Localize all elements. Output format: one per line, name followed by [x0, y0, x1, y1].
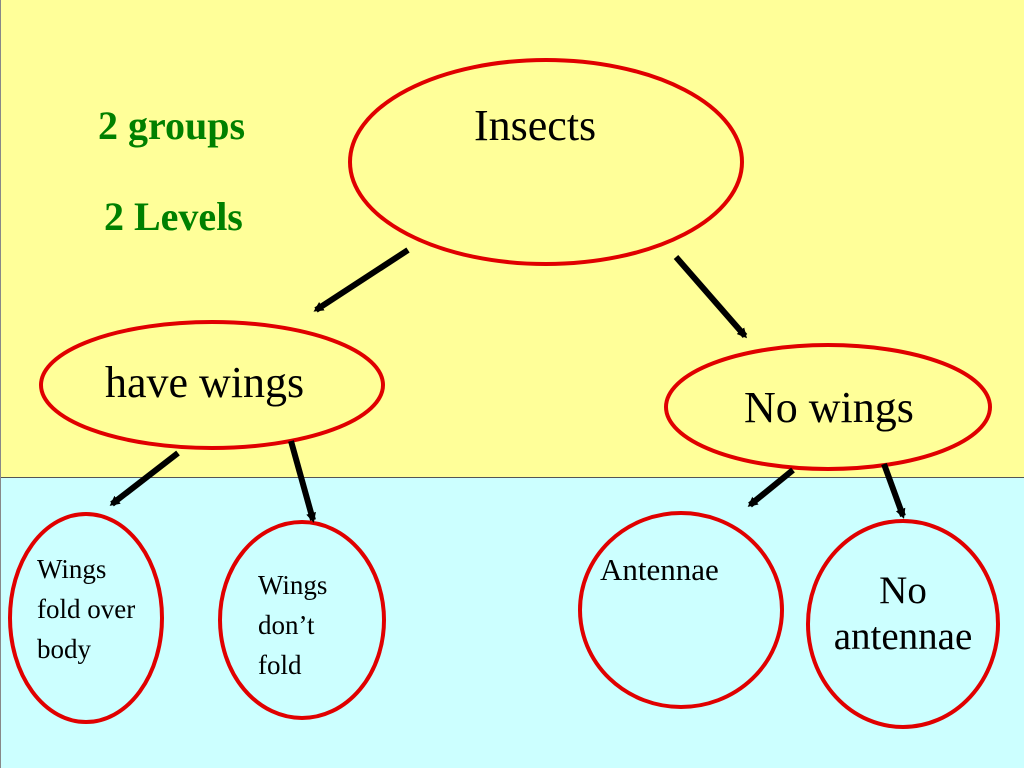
label-wings-dont-line1: Wings: [258, 570, 328, 600]
label-no-antennae: No antennae: [813, 568, 993, 660]
note-groups: 2 groups: [98, 103, 246, 148]
label-no-antennae-line2: antennae: [833, 615, 973, 658]
label-wings-fold-line2: fold over: [37, 594, 136, 624]
top-background-band: [0, 0, 1024, 478]
label-wings-dont-fold: Wings don’t fold: [258, 565, 327, 685]
node-insects: [348, 58, 744, 266]
node-no-antennae: [806, 519, 1000, 729]
arrow-have-wings-to-wings-fold: [109, 450, 180, 507]
node-no-wings: [664, 343, 992, 471]
bottom-background-band: [0, 478, 1024, 768]
label-no-wings: No wings: [744, 383, 914, 432]
node-wings-fold: [8, 512, 164, 724]
arrow-have-wings-to-wings-dont-fold: [288, 440, 316, 523]
node-antennae: [578, 511, 784, 709]
note-levels: 2 Levels: [104, 194, 243, 239]
label-wings-fold: Wings fold over body: [37, 549, 135, 669]
label-wings-dont-line2: don’t: [258, 610, 315, 640]
label-wings-fold-line1: Wings: [37, 554, 107, 584]
arrow-insects-to-have-wings: [313, 247, 410, 313]
arrow-insects-to-no-wings: [673, 255, 748, 339]
node-wings-dont-fold: [218, 520, 386, 720]
label-insects: Insects: [474, 101, 597, 150]
label-wings-dont-line3: fold: [258, 650, 302, 680]
label-wings-fold-line3: body: [37, 634, 91, 664]
node-have-wings: [39, 320, 385, 450]
arrow-no-wings-to-no-antennae: [881, 462, 906, 519]
label-no-antennae-line1: No: [879, 569, 927, 612]
label-have-wings: have wings: [105, 358, 305, 407]
label-antennae: Antennae: [600, 552, 719, 587]
arrow-no-wings-to-antennae: [747, 467, 795, 508]
